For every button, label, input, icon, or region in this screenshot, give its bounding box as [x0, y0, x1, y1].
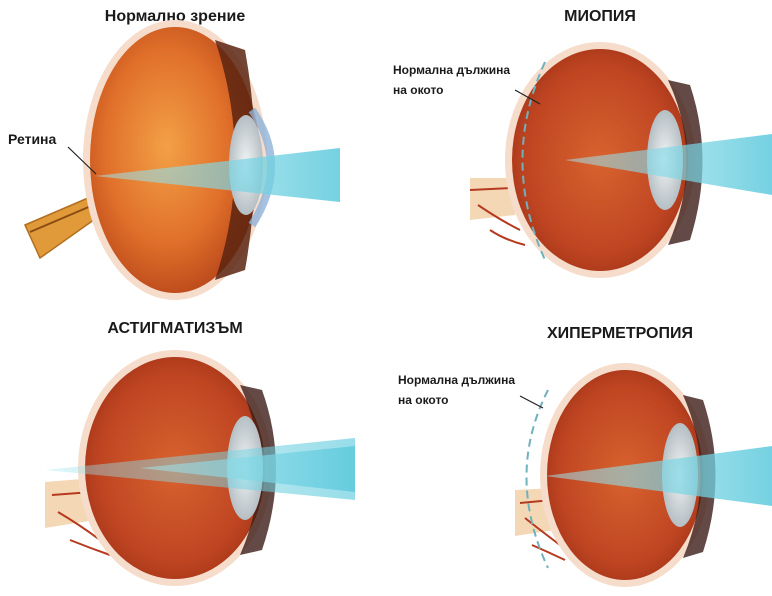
length-pointer — [520, 396, 543, 408]
normal-length-line1: Нормална дължина — [393, 60, 510, 80]
hyperopia-title: ХИПЕРМЕТРОПИЯ — [547, 325, 693, 343]
astigmatism-eye — [45, 350, 355, 586]
myopia-normal-length-label: Нормална дължина на окото — [393, 60, 510, 100]
normal-length-line2: на окото — [398, 390, 515, 410]
hyperopia-normal-length-label: Нормална дължина на окото — [398, 370, 515, 410]
normal-eye — [25, 20, 340, 300]
myopia-eye — [470, 42, 772, 278]
normal-length-line2: на окото — [393, 80, 510, 100]
myopia-title: МИОПИЯ — [564, 8, 636, 26]
normal-length-line1: Нормална дължина — [398, 370, 515, 390]
astigmatism-title: АСТИГМАТИЗЪМ — [107, 320, 242, 338]
hyperopia-eye — [515, 363, 772, 587]
